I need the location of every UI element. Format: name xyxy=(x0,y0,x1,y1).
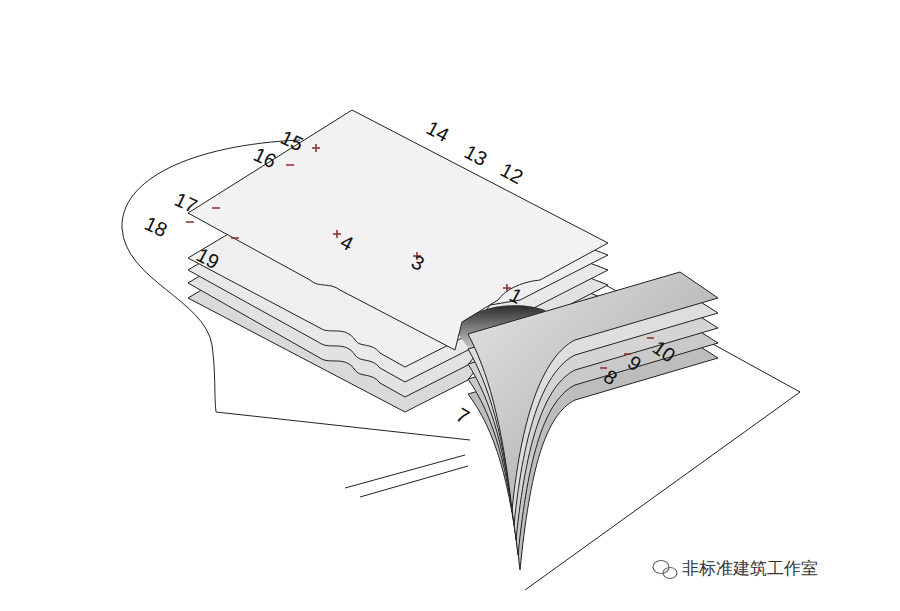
callout-number: 18 xyxy=(142,213,171,241)
callout-number: 14 xyxy=(423,117,452,145)
watermark: 非标准建筑工作室 xyxy=(682,560,818,577)
callout-number: 12 xyxy=(497,159,526,187)
watermark-icon xyxy=(653,561,677,579)
callout-number: 7 xyxy=(453,404,473,427)
tick-marks xyxy=(186,144,654,368)
callout-number: 13 xyxy=(461,141,490,169)
right-layer-stack xyxy=(468,272,718,570)
